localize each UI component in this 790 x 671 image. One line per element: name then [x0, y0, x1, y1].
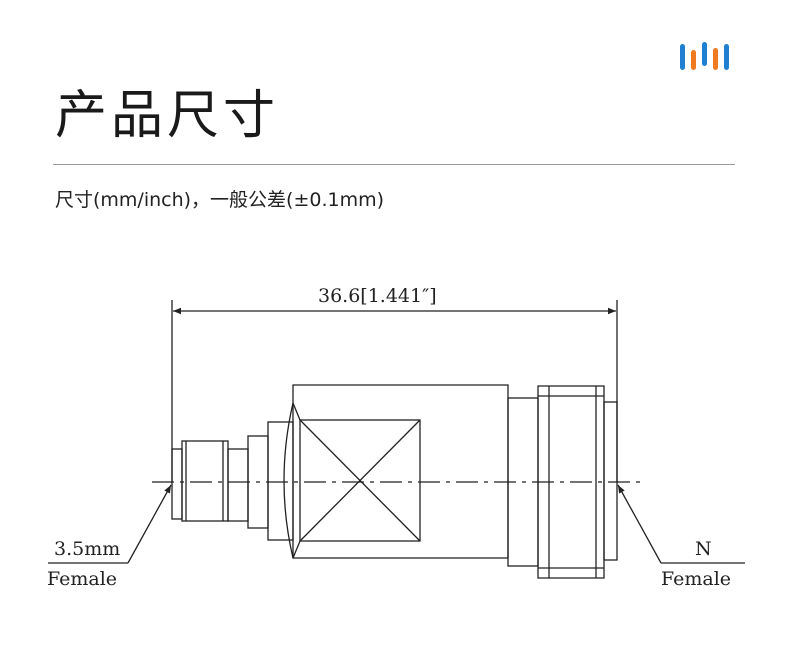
- logo-bar: [724, 44, 729, 70]
- right-port-type-label: N: [695, 538, 712, 560]
- left-port-size-label: 3.5mm: [54, 538, 120, 560]
- left-port-gender-label: Female: [47, 568, 117, 590]
- logo-bar: [691, 50, 696, 70]
- right-port-leader-diagonal: [617, 484, 662, 564]
- logo-bar: [702, 42, 707, 66]
- left-port-body: [171, 440, 249, 522]
- logo-bar: [680, 44, 685, 70]
- overall-length-label: 36.6[1.441″]: [318, 285, 437, 307]
- right-port-gender-label: Female: [661, 568, 731, 590]
- left-port-leader-diagonal: [127, 484, 172, 564]
- brand-logo-icon: [680, 42, 729, 70]
- tolerance-note: 尺寸(mm/inch)，一般公差(±0.1mm): [55, 189, 385, 211]
- main-body: [283, 384, 509, 559]
- logo-bar: [713, 48, 718, 70]
- title-divider: [53, 164, 735, 165]
- collar: [267, 421, 294, 541]
- page-title: 产品尺寸: [55, 86, 280, 146]
